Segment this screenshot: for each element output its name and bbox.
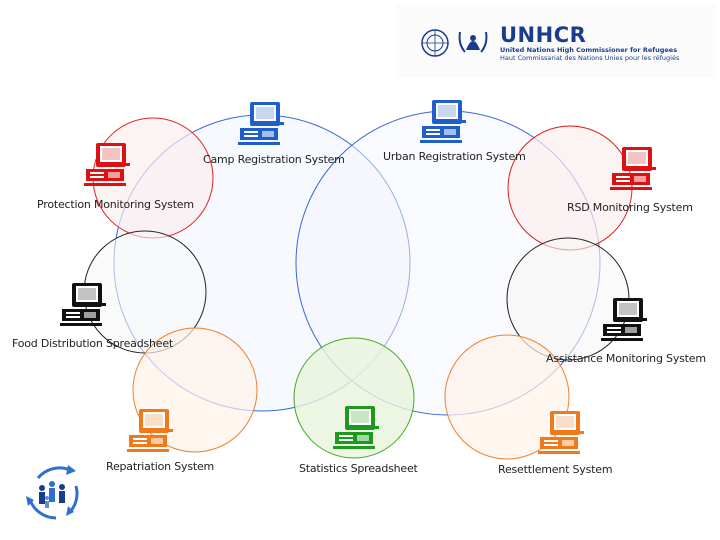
unhcr-french-name: Haut Commissariat des Nations Unies pour…	[500, 54, 680, 62]
label-urban-registration: Urban Registration System	[383, 150, 526, 163]
people-cycle-icon	[26, 465, 79, 520]
un-emblem-icon	[421, 29, 449, 57]
food-computer-icon	[60, 283, 106, 326]
statistics-circle	[293, 337, 415, 459]
label-rsd-monitoring: RSD Monitoring System	[567, 201, 693, 214]
unhcr-wordmark: UNHCR	[500, 23, 587, 47]
label-statistics: Statistics Spreadsheet	[299, 462, 418, 475]
label-repatriation: Repatriation System	[106, 460, 215, 473]
label-resettlement: Resettlement System	[498, 463, 613, 476]
repatriation-computer-icon	[127, 409, 173, 452]
unhcr-emblem-icon	[458, 31, 488, 53]
label-protection-monitoring: Protection Monitoring System	[37, 198, 194, 211]
unhcr-english-name: United Nations High Commissioner for Ref…	[500, 46, 678, 54]
resettlement-circle	[444, 334, 570, 460]
label-food-distribution: Food Distribution Spreadsheet	[12, 337, 174, 350]
unhcr-logo: UNHCR United Nations High Commissioner f…	[396, 4, 716, 78]
protection-computer-icon	[84, 143, 130, 186]
label-camp-registration: Camp Registration System	[203, 153, 345, 166]
label-assistance-monitoring: Assistance Monitoring System	[546, 352, 706, 365]
